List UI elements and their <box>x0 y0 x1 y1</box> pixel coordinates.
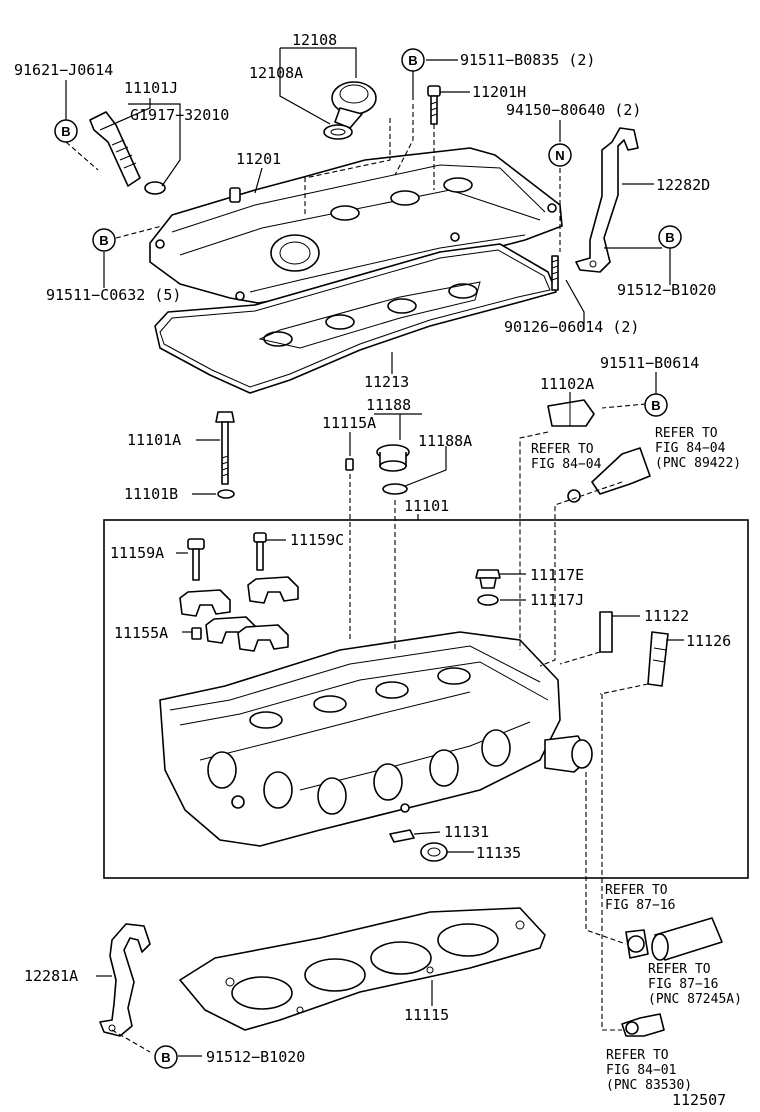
union-parts <box>599 611 669 687</box>
svg-text:B: B <box>665 230 674 245</box>
svg-text:(PNC 87245A): (PNC 87245A) <box>648 992 742 1007</box>
threaded-plug <box>475 569 501 606</box>
cam-position-sensor-housing <box>547 399 651 503</box>
oil-control-valve <box>89 111 166 195</box>
label-11131: 11131 <box>444 823 489 841</box>
label-11115: 11115 <box>404 1006 449 1024</box>
head-cover-gasket <box>154 243 557 394</box>
label-11101b: 11101B <box>124 485 178 503</box>
label-11188: 11188 <box>366 396 411 414</box>
svg-text:FIG 84−04: FIG 84−04 <box>655 441 726 456</box>
figure-id: 112507 <box>672 1091 726 1109</box>
label-11101: 11101 <box>404 497 449 515</box>
svg-text:B: B <box>161 1050 170 1065</box>
circle-mark-b-1: B <box>54 119 78 143</box>
label-11155a: 11155A <box>114 624 168 642</box>
svg-text:FIG 84−04: FIG 84−04 <box>531 457 602 472</box>
circle-mark-b-5: B <box>644 393 668 417</box>
refer-note-fig-84-04-b: REFER TO FIG 84−04 (PNC 89422) <box>655 426 741 471</box>
svg-text:(PNC 83530): (PNC 83530) <box>606 1078 692 1093</box>
svg-text:(PNC 89422): (PNC 89422) <box>655 456 741 471</box>
svg-text:B: B <box>61 124 70 139</box>
cylinder-head <box>159 631 593 847</box>
label-11101a: 11101A <box>127 431 181 449</box>
label-91512-b1020-bottom: 91512−B1020 <box>206 1048 305 1066</box>
svg-text:FIG 87−16: FIG 87−16 <box>648 977 718 992</box>
label-11102a: 11102A <box>540 375 594 393</box>
dowel-pin <box>345 458 354 471</box>
label-91511-c0632: 91511−C0632 (5) <box>46 286 181 304</box>
head-bolt <box>215 411 235 499</box>
label-11117j: 11117J <box>530 591 584 609</box>
label-91512-b1020-top: 91512−B1020 <box>617 281 716 299</box>
label-94150-80640: 94150−80640 (2) <box>506 101 641 119</box>
circle-mark-n: N <box>548 143 572 167</box>
label-11159a: 11159A <box>110 544 164 562</box>
refer-note-fig-87-16-a: REFER TO FIG 87−16 <box>605 883 675 913</box>
svg-text:B: B <box>651 398 660 413</box>
cylinder-head-gasket <box>179 907 546 1031</box>
circle-mark-b-3: B <box>92 228 116 252</box>
svg-text:FIG 87−16: FIG 87−16 <box>605 898 675 913</box>
tight-plug <box>376 444 410 495</box>
refer-note-fig-84-01: REFER TO FIG 84−01 (PNC 83530) <box>606 1048 692 1093</box>
cover-bolt <box>427 85 441 125</box>
label-11126: 11126 <box>686 632 731 650</box>
label-g1917-32010: G1917−32010 <box>130 106 229 124</box>
stud-bolt <box>551 255 559 291</box>
label-11115a: 11115A <box>322 414 376 432</box>
engine-hanger-front <box>99 923 151 1037</box>
label-12108: 12108 <box>292 31 337 49</box>
cylinder-head-cover <box>149 147 563 304</box>
bearing-caps <box>179 532 299 652</box>
svg-text:REFER TO: REFER TO <box>648 962 711 977</box>
label-91621-j0614: 91621−J0614 <box>14 61 113 79</box>
label-11213: 11213 <box>364 373 409 391</box>
label-11122: 11122 <box>644 607 689 625</box>
circle-mark-b-6: B <box>154 1045 178 1069</box>
refer-note-fig-87-16-b: REFER TO FIG 87−16 (PNC 87245A) <box>648 962 742 1007</box>
label-11117e: 11117E <box>530 566 584 584</box>
leader-lines <box>65 47 684 1057</box>
svg-text:N: N <box>555 148 564 163</box>
svg-text:B: B <box>408 53 417 68</box>
temp-sensor <box>621 1013 665 1037</box>
oil-filler-cap <box>323 81 377 140</box>
svg-text:REFER TO: REFER TO <box>605 883 668 898</box>
label-11201: 11201 <box>236 150 281 168</box>
svg-text:REFER TO: REFER TO <box>655 426 718 441</box>
cylinder-head-frame <box>103 519 749 879</box>
label-11159c: 11159C <box>290 531 344 549</box>
label-91511-b0614: 91511−B0614 <box>600 354 699 372</box>
label-11135: 11135 <box>476 844 521 862</box>
refer-note-fig-84-04-a: REFER TO FIG 84−04 <box>531 442 602 472</box>
engine-hanger-rear <box>575 127 639 273</box>
label-12282d: 12282D <box>656 176 710 194</box>
label-90126-06014: 90126−06014 (2) <box>504 318 639 336</box>
svg-text:REFER TO: REFER TO <box>606 1048 669 1063</box>
label-12108a: 12108A <box>249 64 303 82</box>
svg-text:REFER TO: REFER TO <box>531 442 594 457</box>
water-hose <box>625 917 723 961</box>
circle-mark-b-4: B <box>658 225 682 249</box>
svg-text:B: B <box>99 233 108 248</box>
label-11188a: 11188A <box>418 432 472 450</box>
label-11201h: 11201H <box>472 83 526 101</box>
label-91511-b0835: 91511−B0835 (2) <box>460 51 595 69</box>
label-12281a: 12281A <box>24 967 78 985</box>
svg-text:FIG 84−01: FIG 84−01 <box>606 1063 676 1078</box>
seal-parts <box>389 829 448 862</box>
circle-mark-b-2: B <box>401 48 425 72</box>
label-11101j: 11101J <box>124 79 178 97</box>
